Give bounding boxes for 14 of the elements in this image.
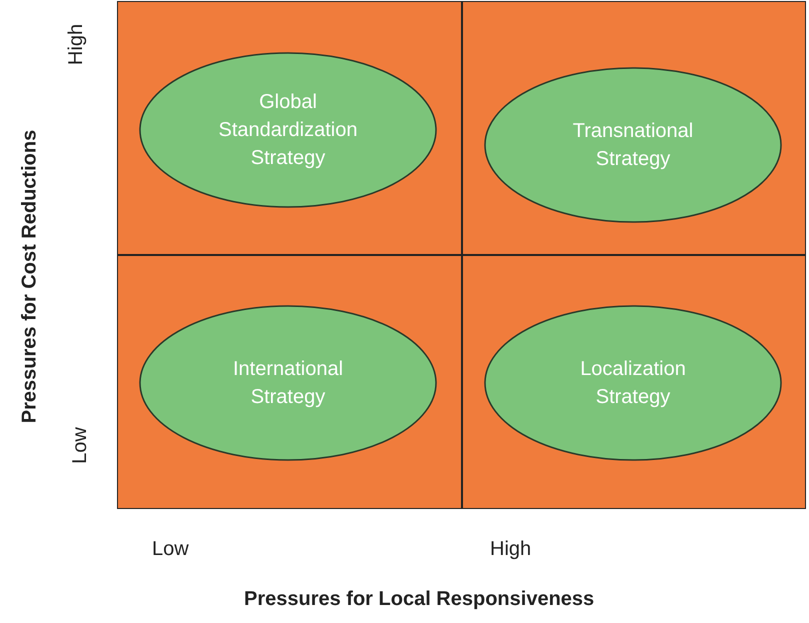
strategy-label: Transnational Strategy (572, 119, 694, 172)
axis-tick-label: High (65, 24, 88, 66)
axis-tick-label: Low (68, 427, 92, 464)
strategy-label: Global Standardization Strategy (218, 90, 358, 171)
strategy-ellipse (139, 305, 437, 461)
axis-title: Pressures for Local Responsiveness (244, 588, 594, 611)
strategy-ellipse (139, 52, 437, 208)
axis-tick-label: High (490, 538, 532, 561)
strategy-ellipse (484, 67, 782, 223)
strategy-label: Localization Strategy (579, 357, 687, 410)
strategy-ellipse (484, 305, 782, 461)
axis-title: Pressures for Cost Reductions (18, 128, 42, 426)
strategy-label: International Strategy (232, 357, 344, 410)
axis-tick-label: Low (152, 538, 189, 561)
